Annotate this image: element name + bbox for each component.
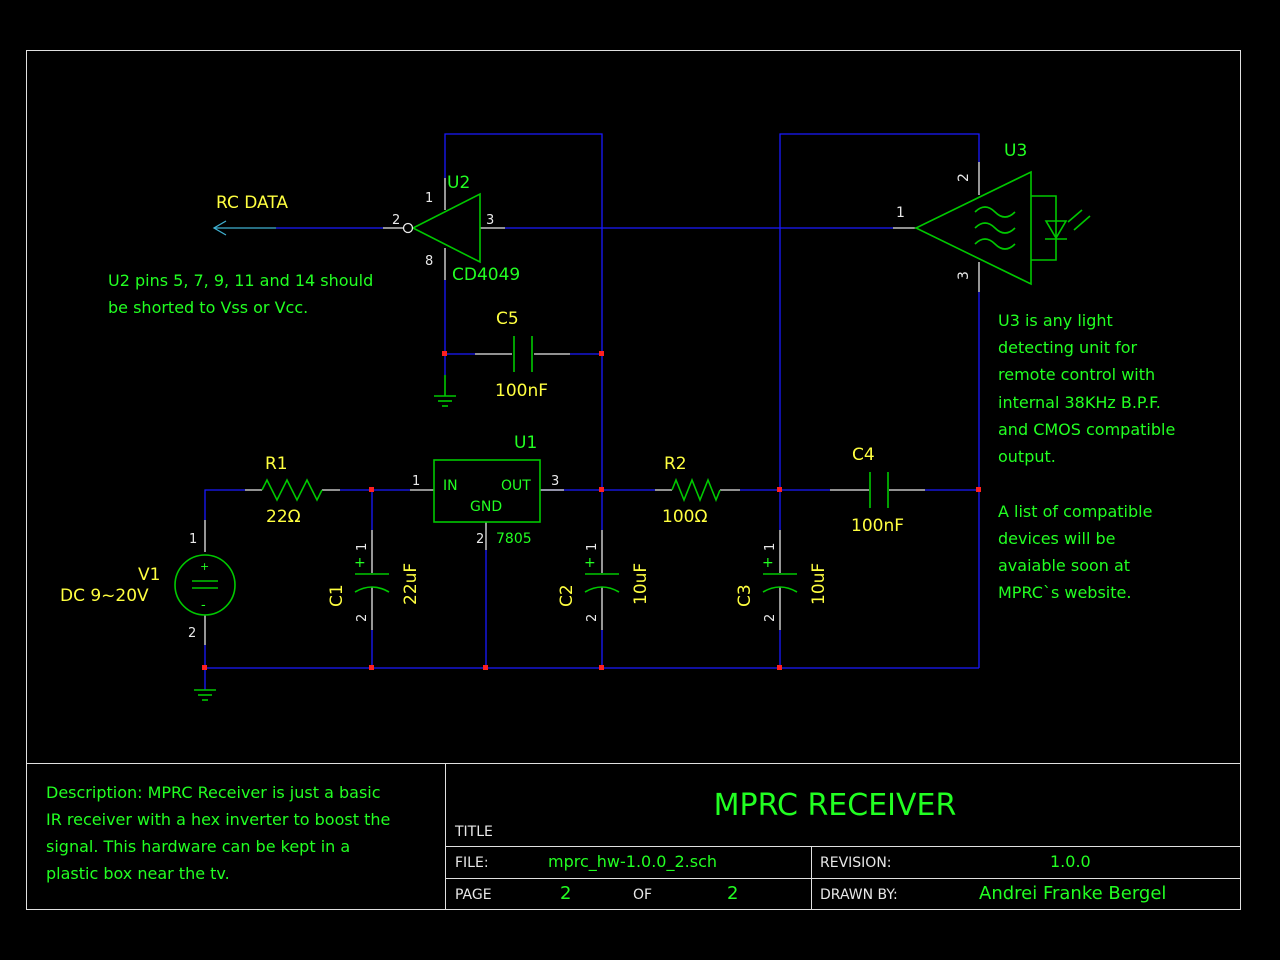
page-label: PAGE: [455, 887, 492, 903]
drawn-by-label: DRAWN BY:: [820, 887, 898, 903]
u1-regulator-symbol: [433, 459, 541, 523]
c4-capacitor-symbol: [869, 472, 889, 508]
c2-plus: +: [584, 555, 596, 571]
c3-pin-1: 1: [763, 543, 778, 551]
u1-ref: U1: [514, 433, 537, 453]
wires: [204, 133, 980, 690]
v1-pin-1: 1: [189, 532, 197, 547]
c2-pin-2: 2: [585, 614, 600, 622]
c2-value: 10uF: [631, 563, 651, 605]
u2-part: CD4049: [452, 265, 520, 285]
c2-capacitor-symbol: [584, 573, 620, 593]
page-number: 2: [560, 883, 571, 904]
u2-note-line-1: U2 pins 5, 7, 9, 11 and 14 should: [108, 271, 373, 290]
c1-ref: C1: [327, 584, 347, 607]
u3-note-line-6: output.: [998, 447, 1056, 466]
page-title: MPRC RECEIVER: [714, 788, 957, 823]
revision-label: REVISION:: [820, 855, 892, 871]
u3-ref: U3: [1004, 141, 1027, 161]
v1-source-symbol: [174, 554, 236, 616]
c3-plus: +: [762, 555, 774, 571]
u1-gnd-label: GND: [470, 499, 502, 515]
c3-pin-2: 2: [763, 614, 778, 622]
description-line-2: IR receiver with a hex inverter to boost…: [46, 810, 390, 829]
u1-part: 7805: [496, 531, 532, 547]
pin-leads: [204, 162, 980, 645]
u2-pin-1: 1: [425, 191, 433, 206]
page-count: 2: [727, 883, 738, 904]
junction-dots: [202, 351, 981, 670]
description-line-1: Description: MPRC Receiver is just a bas…: [46, 783, 381, 802]
c1-pin-1: 1: [355, 543, 370, 551]
r2-ref: R2: [664, 454, 687, 474]
r2-value: 100Ω: [662, 507, 707, 527]
c4-value: 100nF: [851, 516, 904, 536]
u3-pin-3: 3: [956, 271, 972, 280]
file-name: mprc_hw-1.0.0_2.sch: [548, 852, 717, 872]
u3-pin-1: 1: [896, 205, 905, 221]
c3-capacitor-symbol: [762, 573, 798, 593]
u3-ir-receiver-symbol: [914, 170, 1091, 286]
c1-pin-2: 2: [355, 614, 370, 622]
v1-plus: +: [200, 560, 209, 573]
v1-ref: V1: [138, 565, 160, 585]
u1-pin-2: 2: [476, 532, 484, 547]
description-line-3: signal. This hardware can be kept in a: [46, 837, 350, 856]
list-note-line-2: devices will be: [998, 529, 1115, 548]
u3-note-line-1: U3 is any light: [998, 311, 1113, 330]
r1-value: 22Ω: [266, 507, 301, 527]
c1-plus: +: [354, 555, 366, 571]
c5-capacitor-symbol: [513, 336, 533, 372]
r1-ref: R1: [265, 454, 288, 474]
file-label: FILE:: [455, 855, 489, 871]
list-note-line-4: MPRC`s website.: [998, 583, 1131, 602]
u2-pin-2: 2: [392, 213, 400, 228]
title-label: TITLE: [454, 824, 493, 840]
u1-pin-3: 3: [551, 474, 559, 489]
drawn-by-value: Andrei Franke Bergel: [979, 883, 1166, 904]
u1-pin-1: 1: [412, 474, 420, 489]
v1-pin-2: 2: [188, 626, 196, 641]
u3-note-line-4: internal 38KHz B.P.F.: [998, 393, 1161, 412]
u3-note-line-5: and CMOS compatible: [998, 420, 1175, 439]
rc-data-port: [212, 220, 276, 236]
c1-capacitor-symbol: [354, 573, 390, 593]
list-note-line-1: A list of compatible: [998, 502, 1152, 521]
u3-pin-2: 2: [956, 173, 972, 182]
revision-value: 1.0.0: [1050, 852, 1091, 871]
v1-value: DC 9~20V: [60, 586, 149, 606]
c2-ref: C2: [557, 584, 577, 607]
r1-resistor-symbol: [261, 478, 323, 502]
c5-ref: C5: [496, 309, 519, 329]
c5-value: 100nF: [495, 381, 548, 401]
u2-note-line-2: be shorted to Vss or Vcc.: [108, 298, 308, 317]
u3-note-line-2: detecting unit for: [998, 338, 1138, 357]
c3-value: 10uF: [809, 563, 829, 605]
list-note-line-3: avaiable soon at: [998, 556, 1130, 575]
description-line-4: plastic box near the tv.: [46, 864, 230, 883]
u2-ref: U2: [447, 173, 470, 193]
ground-symbol-main: [194, 689, 216, 701]
u3-note-line-3: remote control with: [998, 365, 1155, 384]
of-label: OF: [633, 887, 652, 903]
sheet-border: [26, 50, 1241, 910]
u1-out-label: OUT: [501, 478, 531, 494]
u2-pin-3: 3: [486, 213, 494, 228]
u2-pin-8: 8: [425, 254, 433, 269]
c2-pin-1: 1: [585, 543, 600, 551]
u2-inverter-symbol: [402, 192, 481, 264]
r2-resistor-symbol: [671, 477, 721, 503]
c3-ref: C3: [735, 584, 755, 607]
u1-in-label: IN: [443, 478, 458, 494]
c1-value: 22uF: [401, 563, 421, 605]
net-label-rc-data: RC DATA: [216, 193, 288, 213]
ground-symbol-u2: [434, 375, 456, 407]
c4-ref: C4: [852, 445, 875, 465]
v1-minus: -: [201, 598, 206, 613]
